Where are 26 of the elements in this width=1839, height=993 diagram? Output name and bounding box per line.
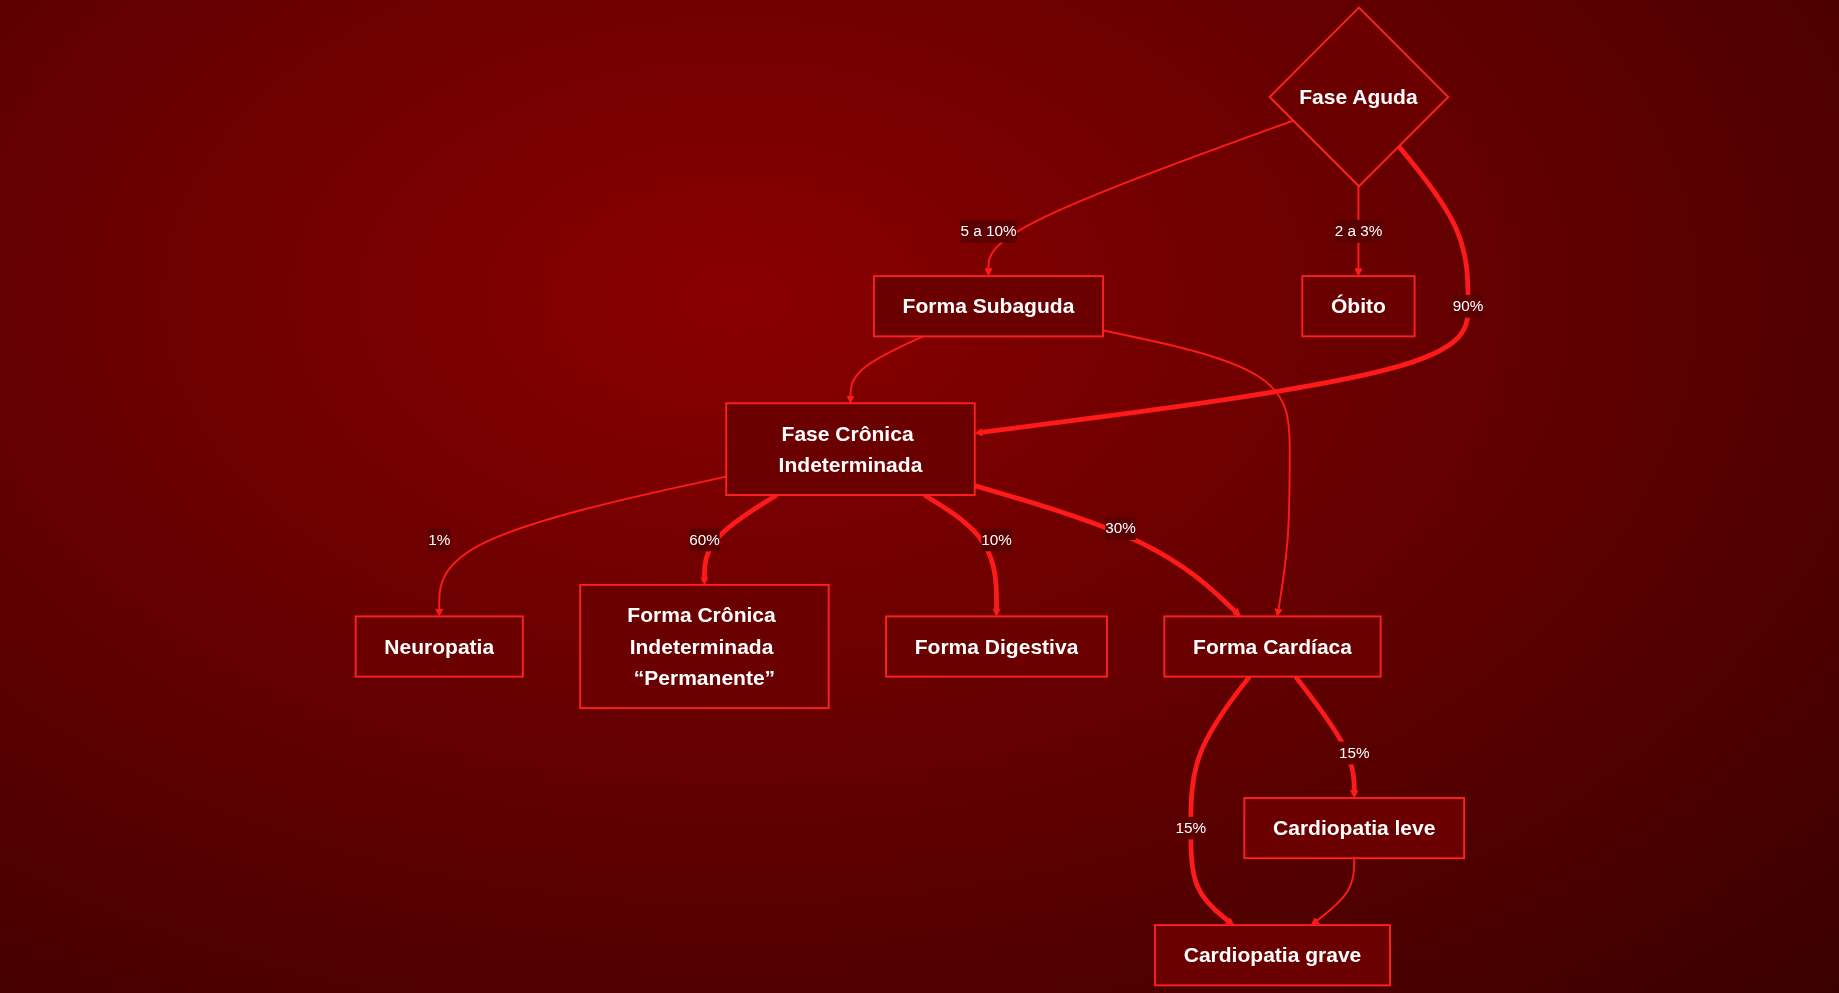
edge-label: 30% — [1105, 519, 1136, 537]
node-box: Neuropatia — [354, 615, 524, 678]
arrow — [974, 144, 1471, 437]
node-box: Fase Crônica Indeterminada — [725, 402, 976, 496]
node-box: Óbito — [1301, 275, 1416, 338]
arrow — [974, 483, 1241, 617]
node-box: Forma Subaguda — [872, 275, 1104, 338]
arrow — [1188, 675, 1252, 926]
node-box: Cardiopatia leve — [1243, 797, 1466, 860]
node-box: Forma Cardíaca — [1163, 615, 1382, 678]
node-box: Forma Digestiva — [885, 615, 1108, 678]
node-diamond: Fase Aguda — [1268, 6, 1450, 188]
edge-label: 15% — [1338, 744, 1370, 761]
arrow — [1310, 857, 1356, 926]
edge-label: 2 a 3% — [1334, 222, 1383, 239]
edge-label: 10% — [981, 531, 1012, 548]
edge-label: 5 a 10% — [960, 222, 1017, 239]
arrow — [984, 119, 1294, 277]
arrow — [1102, 329, 1291, 617]
edge-label: 90% — [1452, 297, 1484, 314]
edge-label: 15% — [1175, 819, 1207, 836]
edge-label: 60% — [689, 531, 720, 548]
node-box: Forma Crônica Indeterminada “Permanente” — [579, 583, 830, 710]
edge-label: 1% — [428, 531, 451, 548]
node-box: Cardiopatia grave — [1154, 924, 1391, 987]
arrow — [846, 335, 925, 404]
